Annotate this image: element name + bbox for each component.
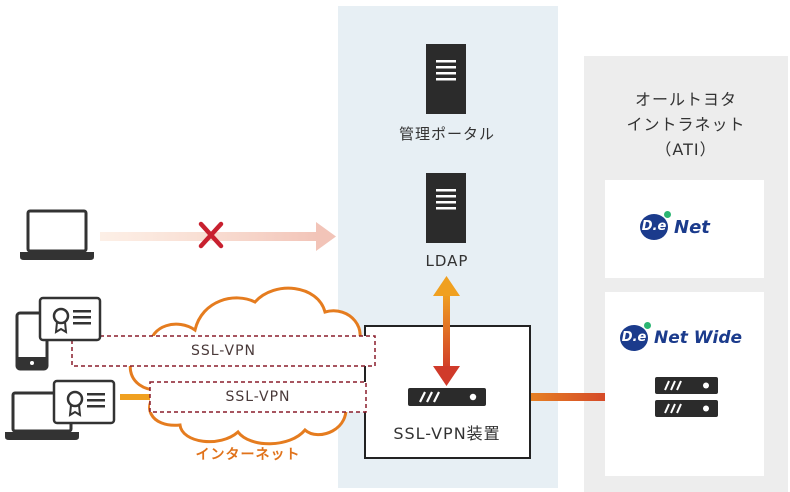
internet-label: インターネット [195, 447, 301, 463]
laptop-link [120, 394, 150, 400]
ldap-vpn-arrow [433, 276, 460, 386]
blocked-x-icon [198, 221, 224, 249]
portal-label: 管理ポータル [398, 125, 495, 143]
ssl-vpn-tunnel-top [71, 335, 376, 367]
ssl-vpn-tunnel-top-label: SSL-VPN [190, 343, 257, 359]
denet-wide-logo-text: Net Wide [654, 328, 743, 348]
portal-server-icon [426, 44, 466, 114]
ssl-vpn-tunnel-bottom [149, 381, 367, 413]
certificate-icon-laptop [52, 379, 116, 425]
ldap-server-icon [426, 173, 466, 243]
blocked-connection [100, 221, 336, 251]
denet-logo-badge: D.e [640, 211, 671, 240]
ati-title-line3: （ATI） [655, 140, 717, 159]
denet-box [605, 180, 764, 278]
ati-title-line1: オールトヨタ [634, 90, 737, 109]
vpn-appliance-icon [408, 388, 486, 406]
ssl-vpn-tunnel-bottom-label: SSL-VPN [225, 389, 291, 405]
ati-server-icon [655, 377, 718, 417]
denet-logo-text: Net [674, 216, 710, 238]
denet-logo: D.e Net [640, 211, 710, 240]
ati-title-line2: イントラネット [626, 115, 746, 134]
laptop-icon-blocked [20, 209, 94, 260]
denet-wide-logo-badge: D.e [620, 322, 651, 351]
vpn-device-label: SSL-VPN装置 [393, 424, 501, 443]
denet-wide-logo: D.e Net Wide [620, 322, 743, 351]
ldap-label: LDAP [425, 252, 469, 270]
certificate-icon-phone [38, 296, 102, 342]
